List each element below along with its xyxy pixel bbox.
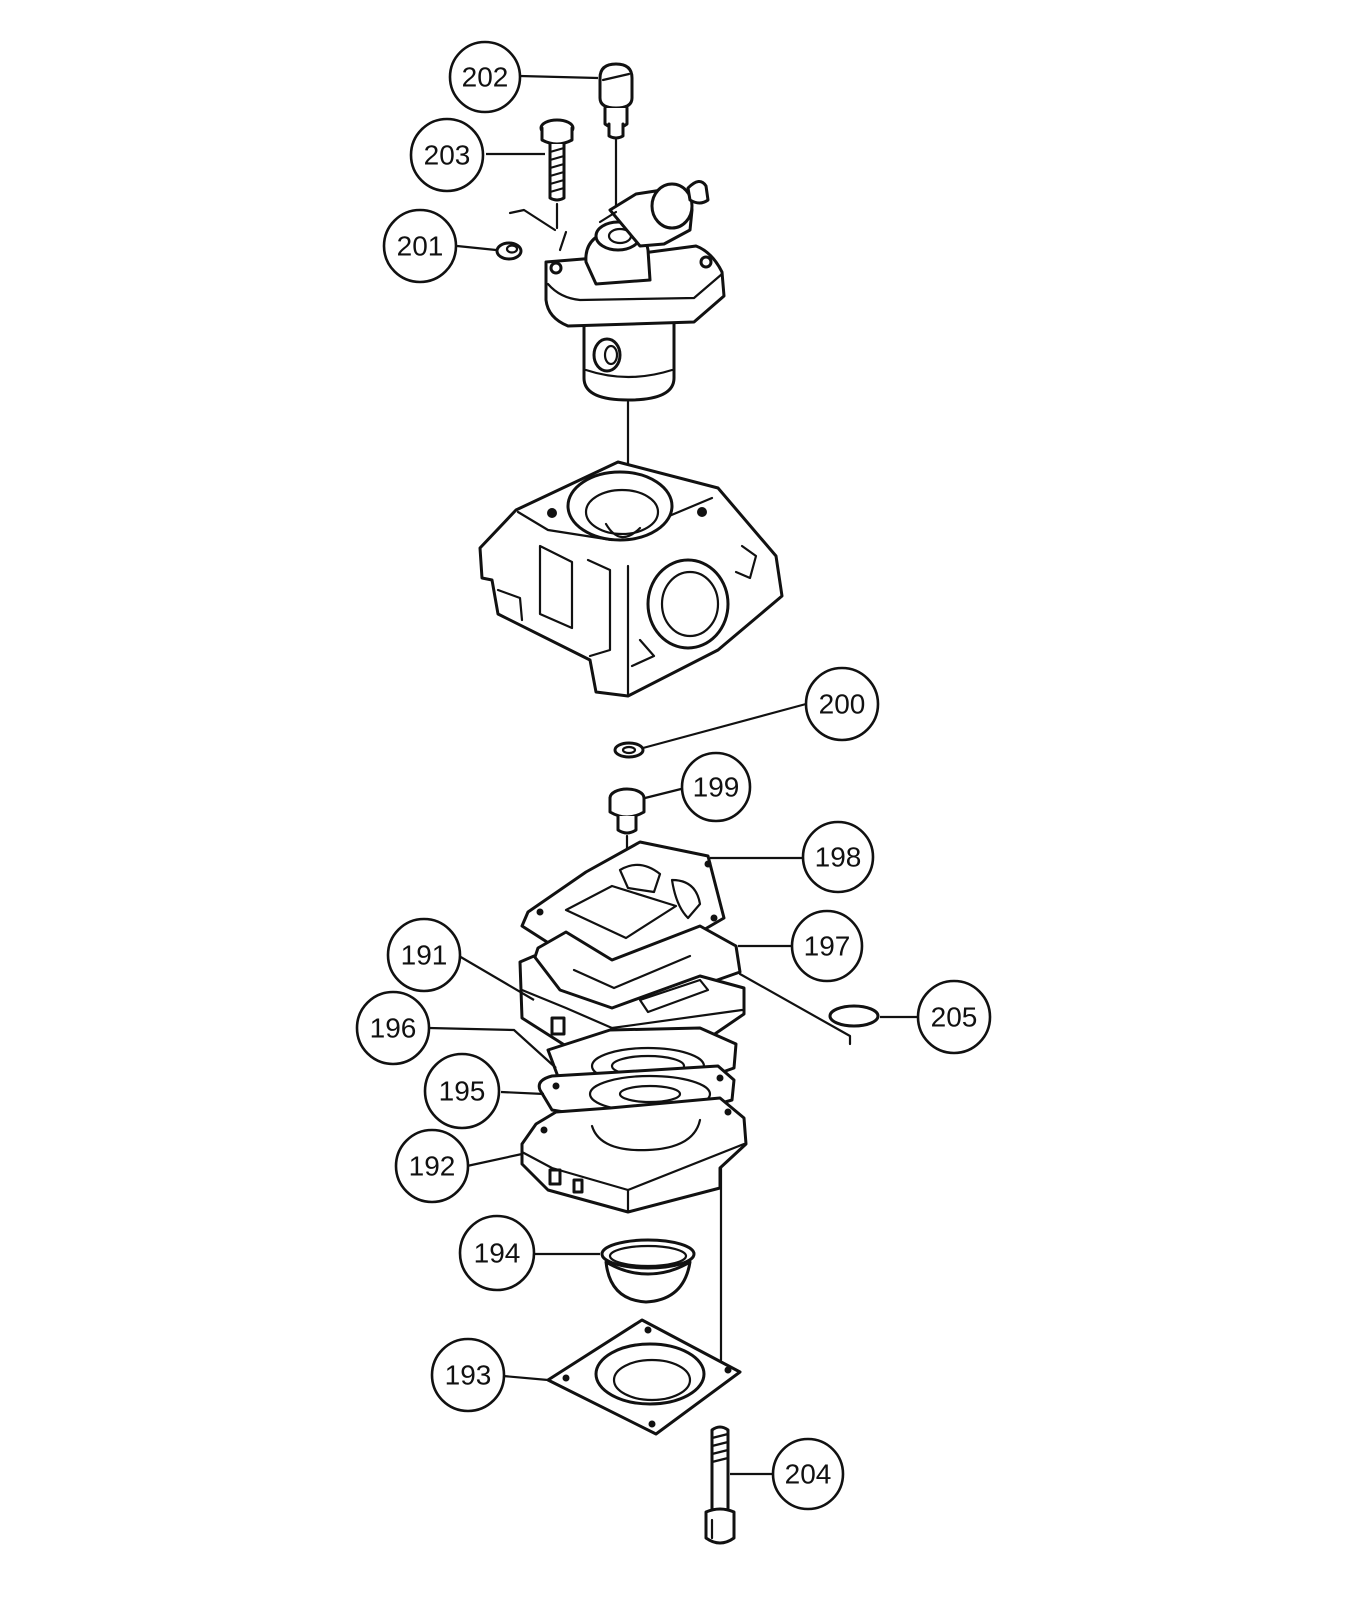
callout-201: 201	[382, 208, 458, 284]
callout-193: 193	[430, 1337, 506, 1413]
callout-191: 191	[386, 917, 462, 993]
part-192-pump-body	[520, 1096, 748, 1214]
callout-label: 191	[401, 940, 448, 971]
callout-label: 195	[439, 1076, 486, 1107]
callout-200: 200	[804, 666, 880, 742]
callout-label: 193	[445, 1360, 492, 1391]
callout-label: 198	[815, 842, 862, 873]
callout-label: 203	[424, 140, 471, 171]
part-201-nut	[495, 208, 557, 261]
callout-label: 201	[397, 231, 444, 262]
callout-202: 202	[448, 40, 522, 114]
callout-203: 203	[409, 117, 485, 193]
callout-198: 198	[801, 820, 875, 894]
part-205-filter	[738, 972, 880, 1046]
part-199-plug	[608, 787, 646, 902]
callout-205: 205	[916, 979, 992, 1055]
upper-housing	[544, 180, 726, 402]
callout-label: 194	[474, 1238, 521, 1269]
callout-197: 197	[790, 909, 864, 983]
part-204-bolt	[704, 1425, 736, 1545]
part-202-screw	[598, 62, 634, 212]
leader-lines	[428, 74, 919, 1476]
callout-label: 205	[931, 1002, 978, 1033]
part-200-washer	[613, 741, 645, 759]
callout-196: 196	[355, 990, 431, 1066]
callout-204: 204	[771, 1437, 845, 1511]
callout-label: 196	[370, 1013, 417, 1044]
part-194-cup	[600, 1238, 696, 1304]
callout-label: 204	[785, 1459, 832, 1490]
callout-label: 197	[804, 931, 851, 962]
carburetor-body	[478, 460, 784, 698]
callout-label: 199	[693, 772, 740, 803]
callout-194: 194	[458, 1214, 536, 1292]
callout-label: 200	[819, 689, 866, 720]
callout-195: 195	[423, 1052, 501, 1130]
callout-label: 202	[462, 62, 509, 93]
callout-199: 199	[680, 751, 752, 823]
callout-192: 192	[394, 1128, 470, 1204]
part-193-cover	[546, 1318, 742, 1436]
callout-label: 192	[409, 1151, 456, 1182]
part-203-bolt	[539, 118, 575, 252]
